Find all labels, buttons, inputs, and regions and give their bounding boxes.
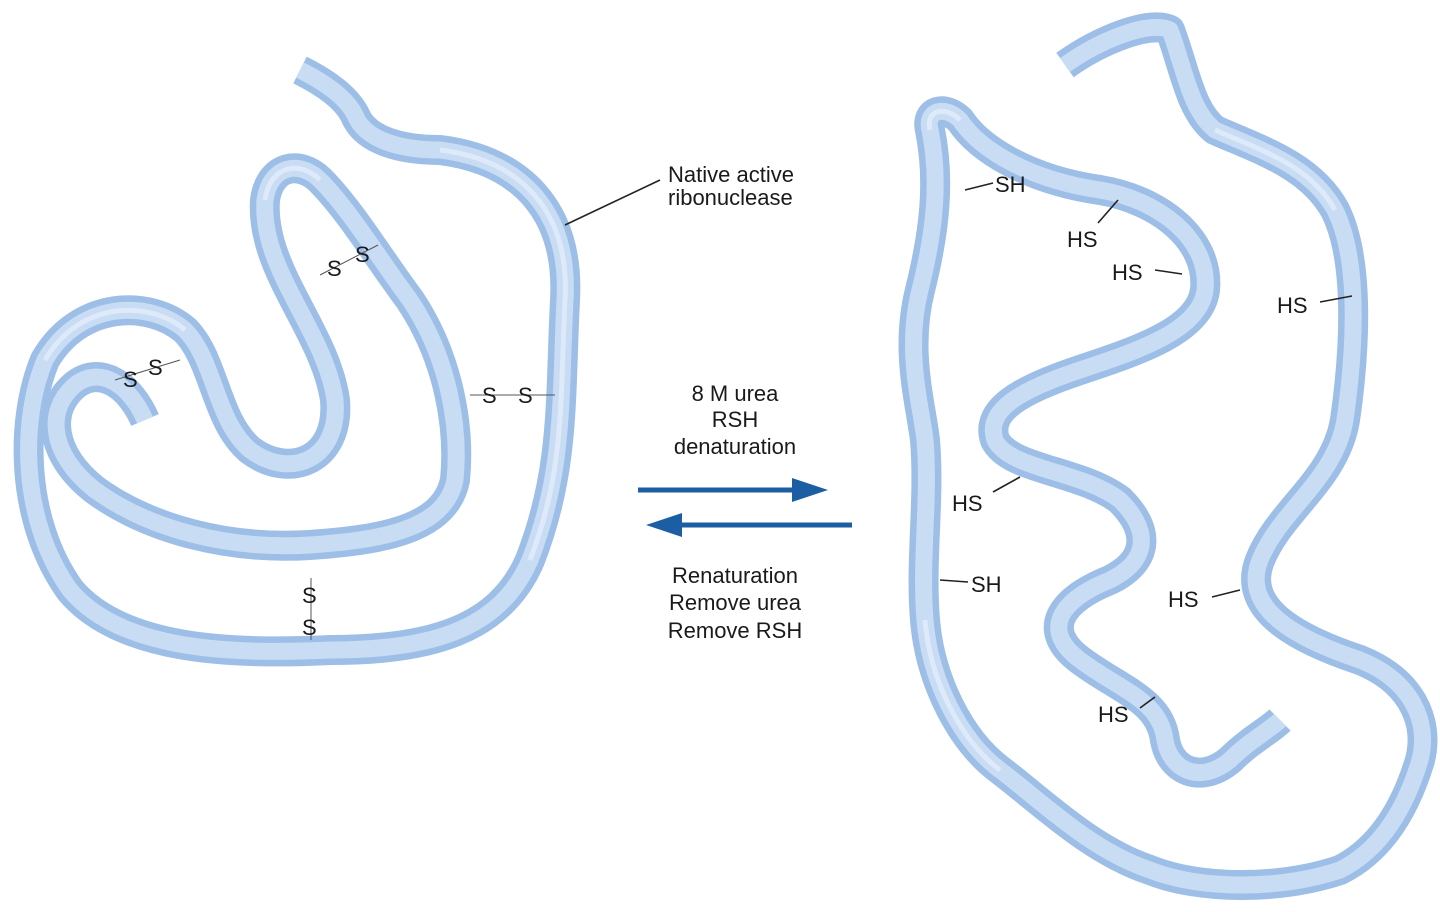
disulfide-s-atom: S [482,383,497,408]
disulfide-s-atom: S [518,383,533,408]
thiol-label: SH [971,572,1002,597]
thiol-label: HS [1277,293,1308,318]
thiol-group-5: HS [952,476,1021,516]
thiol-label: SH [995,172,1026,197]
disulfide-s-atom: S [302,615,317,640]
thiol-label: HS [1168,587,1199,612]
reverse-arrow [646,513,852,537]
disulfide-s-atom: S [355,242,370,267]
thiol-group-7: HS [1168,587,1241,612]
disulfide-s-atom: S [148,355,163,380]
disulfide-s-atom: S [327,256,342,281]
thiol-label: HS [952,491,983,516]
thiol-group-4: HS [1277,293,1353,318]
forward-condition-1: 8 M urea [692,381,780,406]
thiol-group-6: SH [939,572,1002,597]
thiol-label: HS [1067,227,1098,252]
denatured-ribbon [898,12,1438,900]
native-ribbon [13,56,581,667]
native-label-line1: Native active [668,162,794,187]
forward-condition-3: denaturation [674,434,796,459]
disulfide-bond-4: S S [302,578,317,640]
reverse-condition-2: Remove urea [669,590,802,615]
disulfide-s-atom: S [302,583,317,608]
thiol-group-8: HS [1098,696,1156,727]
thiol-group-1: SH [964,172,1026,197]
native-label-line2: ribonuclease [668,185,793,210]
thiol-label: HS [1098,702,1129,727]
forward-condition-2: RSH [712,407,758,432]
disulfide-bond-2: S S [114,355,181,392]
forward-arrow [638,478,828,502]
reverse-condition-3: Remove RSH [668,618,802,643]
disulfide-s-atom: S [123,367,138,392]
disulfide-bond-1: S S [319,242,379,281]
reverse-condition-1: Renaturation [672,563,798,588]
thiol-group-2: HS [1067,199,1119,252]
thiol-group-3: HS [1112,260,1183,285]
thiol-label: HS [1112,260,1143,285]
disulfide-bond-3: S S [470,383,555,408]
native-label-leader [564,179,661,226]
